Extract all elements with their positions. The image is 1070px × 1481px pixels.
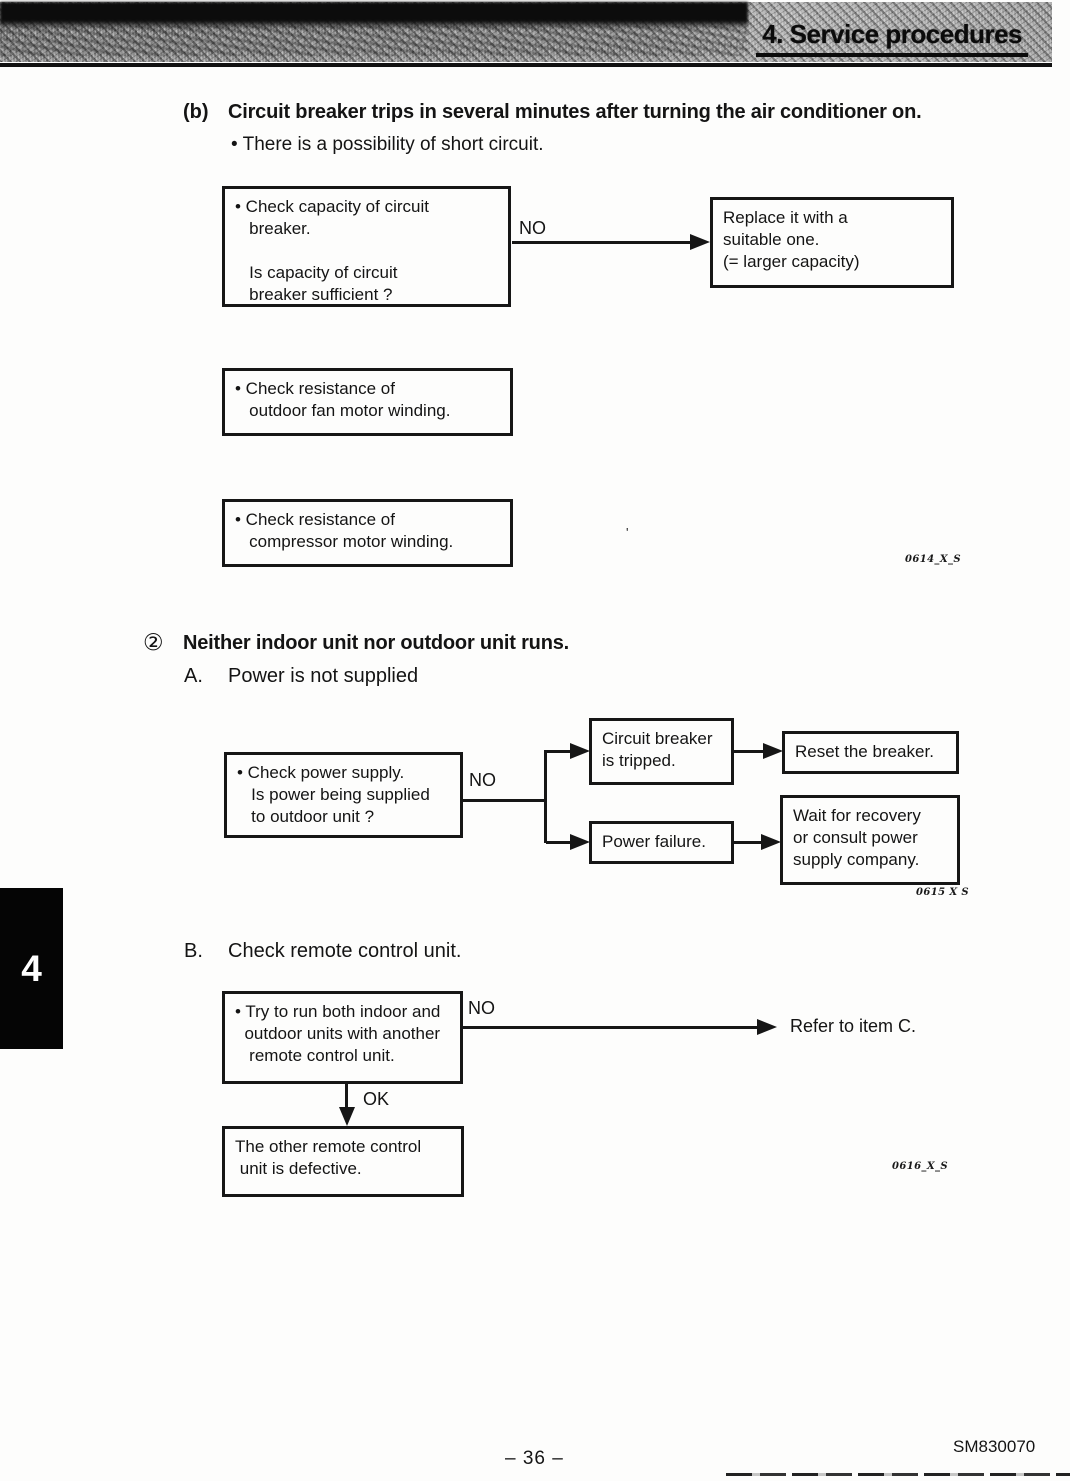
scan-artifact-tick: ' (626, 525, 629, 540)
flow2-box-breaker-tripped: Circuit breaker is tripped. (589, 718, 734, 785)
flow1-connector-line (512, 241, 692, 244)
header-rule (0, 63, 1052, 67)
chapter-tab-number: 4 (21, 947, 42, 989)
flow3-arrowhead-ok-icon (339, 1107, 355, 1126)
flow2-connector-wait (734, 841, 763, 844)
section-two-number: ② (143, 629, 164, 655)
flow2-arrowhead-wait-icon (761, 834, 781, 850)
flow2-connector-branch (544, 750, 547, 843)
flow3-box-other-defective: The other remote control unit is defecti… (222, 1126, 464, 1197)
flow2-no-label: NO (469, 770, 496, 790)
flow2-connector-reset (734, 750, 765, 753)
header-dark-blob (0, 2, 748, 29)
bottom-scan-line (726, 1473, 1070, 1476)
flow2-connector-stem (462, 799, 547, 802)
page-number: – 36 – (505, 1448, 564, 1469)
flow3-arrowhead-refer-icon (757, 1019, 777, 1035)
flow2-arrowhead-bottom-icon (570, 834, 590, 850)
flow1-no-label: NO (519, 218, 546, 238)
flow1-box-check-fan: • Check resistance of outdoor fan motor … (222, 368, 513, 436)
flow2-box-power-failure: Power failure. (589, 821, 734, 864)
flow1-box-check-capacity: • Check capacity of circuit breaker. Is … (222, 186, 511, 307)
flow3-refer-text: Refer to item C. (790, 1016, 917, 1036)
flow3-connector-refer (463, 1026, 759, 1029)
flow1-box-replace: Replace it with a suitable one. (= large… (710, 197, 954, 288)
flow3-figure-label: 0616_X_S (892, 1161, 949, 1172)
flow2-box-reset-breaker: Reset the breaker. (782, 731, 959, 774)
header-texture-band: 4. Service procedures (0, 2, 1052, 62)
flow1-box-check-compressor: • Check resistance of compressor motor w… (222, 499, 513, 567)
chapter-title: 4. Service procedures (756, 19, 1028, 57)
flow2-figure-label: 0615 X S (916, 887, 969, 898)
section-two-title: Neither indoor unit nor outdoor unit run… (183, 632, 569, 654)
flow3-box-try-remote: • Try to run both indoor and outdoor uni… (222, 991, 463, 1084)
flow2-box-check-power: • Check power supply. Is power being sup… (224, 752, 463, 838)
flow1-arrowhead-icon (690, 234, 710, 250)
flow3-ok-label: OK (363, 1089, 390, 1109)
flow2-connector-bottom (546, 841, 572, 844)
section-two-b-label: B. (184, 940, 203, 962)
flow3-connector-ok (345, 1084, 348, 1109)
flow3-no-label: NO (468, 998, 495, 1018)
chapter-tab: 4 (0, 888, 63, 1049)
flow1-figure-label: 0614_X_S (905, 554, 962, 565)
flow2-arrowhead-top-icon (570, 743, 590, 759)
section-b-bullet: • There is a possibility of short circui… (231, 134, 544, 155)
section-two-b-text: Check remote control unit. (228, 940, 462, 962)
section-b-title: Circuit breaker trips in several minutes… (228, 101, 922, 123)
section-two-a-text: Power is not supplied (228, 665, 419, 687)
flow2-box-wait-recovery: Wait for recovery or consult power suppl… (780, 795, 960, 885)
section-b-label: (b) (183, 101, 209, 123)
flow2-connector-top (546, 750, 572, 753)
flow2-arrowhead-reset-icon (763, 743, 783, 759)
section-two-a-label: A. (184, 665, 203, 687)
document-number: SM830070 (953, 1437, 1036, 1456)
header-dark-noise (0, 26, 748, 56)
